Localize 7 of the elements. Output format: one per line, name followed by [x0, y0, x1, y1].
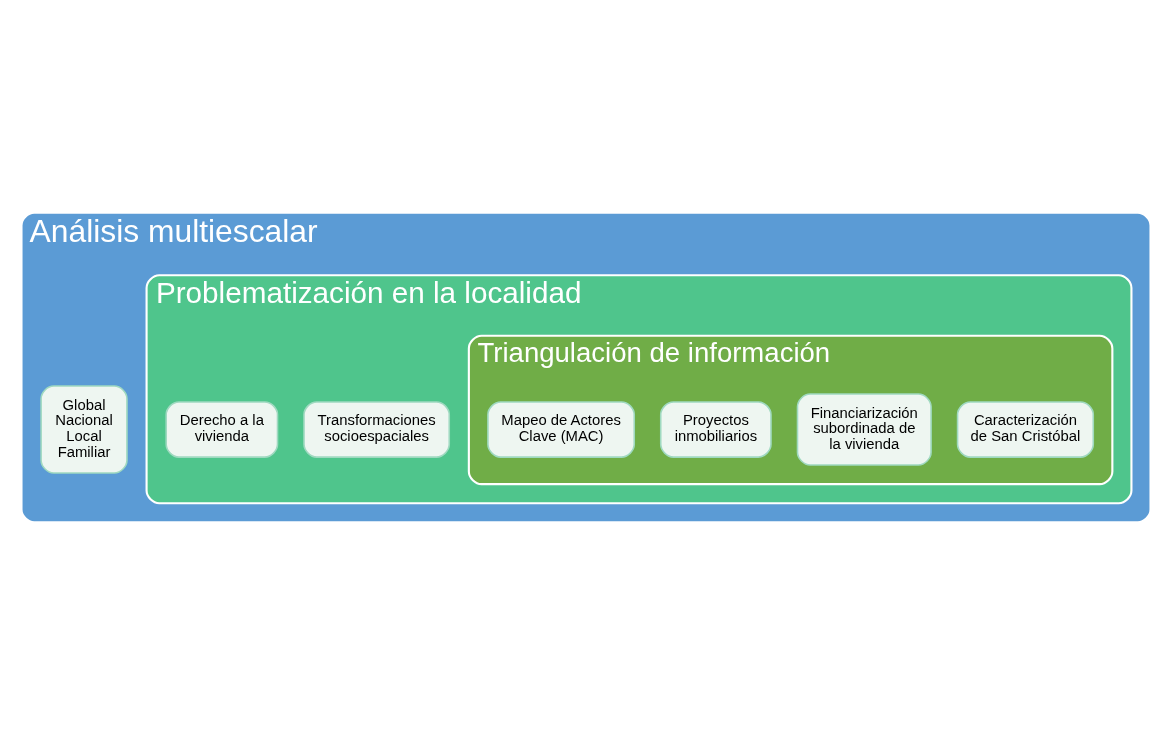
- node-box: Mapeo de Actores Clave (MAC): [487, 401, 636, 458]
- node-box: Global Nacional Local Familiar: [40, 385, 128, 474]
- node-box: Proyectos inmobiliarios: [659, 401, 772, 458]
- node-box: Transformaciones socioespaciales: [303, 401, 451, 458]
- node-box: Derecho a la vivienda: [165, 401, 279, 458]
- node-box: Caracterización de San Cristóbal: [956, 401, 1095, 458]
- node-box: Financiarización subordinada de la vivienda: [796, 393, 932, 466]
